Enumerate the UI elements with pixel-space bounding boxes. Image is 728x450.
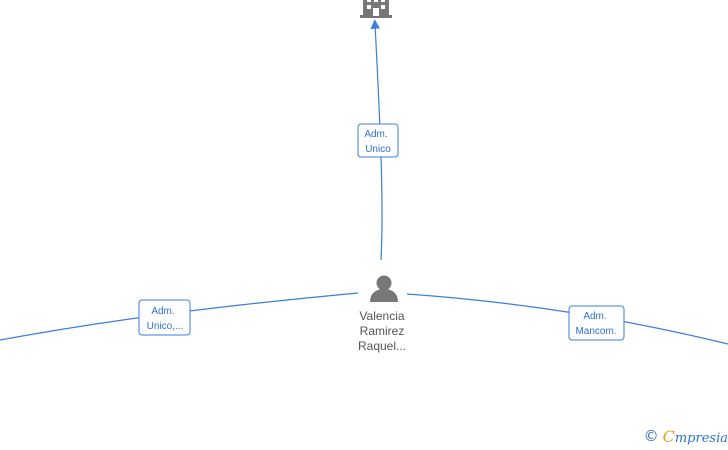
brand-initial: C xyxy=(662,426,675,446)
watermark: © Cmpresia xyxy=(644,426,728,446)
edge-label-line-2: Unico,... xyxy=(147,321,184,332)
brand-rest: mpresia xyxy=(674,430,728,446)
person-name-line-2: Ramirez xyxy=(360,324,405,338)
building-icon xyxy=(360,0,392,18)
edge-label-to-company[interactable]: Adm. Unico xyxy=(357,123,399,158)
copyright-symbol: © xyxy=(643,427,659,445)
edge-label-line-2: Unico xyxy=(365,144,391,155)
edge-label-line-1: Adm. xyxy=(583,311,606,322)
person-node[interactable]: Valencia Ramirez Raquel... xyxy=(358,275,406,354)
edge-label-to-right[interactable]: Adm. Mancom. xyxy=(568,305,625,341)
person-name-line-1: Valencia xyxy=(359,309,404,323)
brand-logo: Cmpresia xyxy=(663,427,728,446)
company-node[interactable] xyxy=(360,0,392,18)
edge-label-line-1: Adm. xyxy=(151,306,174,317)
edge-label-line-2: Mancom. xyxy=(575,326,616,337)
person-name-line-3: Raquel... xyxy=(358,339,406,353)
edge-to-right xyxy=(406,293,728,345)
edge-label-line-1: Adm. xyxy=(364,129,387,140)
edge-label-to-left[interactable]: Adm. Unico,... xyxy=(138,299,191,336)
person-icon xyxy=(370,275,398,302)
